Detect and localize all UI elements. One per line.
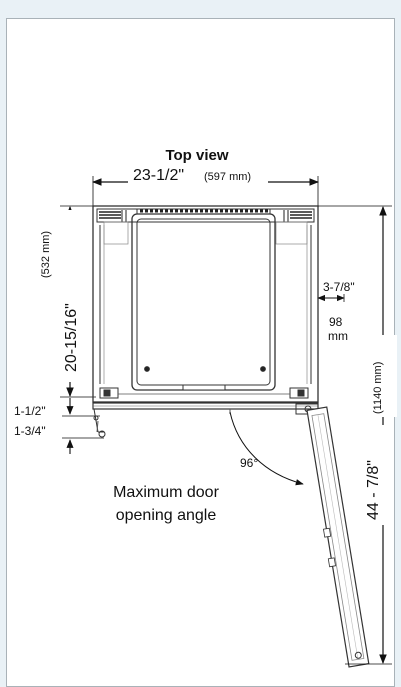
handle-dim-2: 1-3/4" [14, 424, 46, 438]
handle-dim-1: 1-1/2" [14, 404, 46, 418]
total-depth-dimension: (1140 mm) 44 - 7/8" [318, 205, 397, 665]
width-mm: (597 mm) [204, 171, 251, 183]
width-dimension: 23-1/2" (597 mm) [92, 166, 319, 208]
side-clearance-mm-2: mm [328, 329, 348, 343]
total-depth-mm: (1140 mm) [372, 362, 384, 414]
door-angle-indicator: 96° [229, 411, 304, 486]
depth-dimension: 20-15/16" (532 mm) [40, 205, 96, 398]
open-door [306, 406, 370, 668]
appliance-outline [92, 205, 319, 438]
total-depth-inches: 44 - 7/8" [365, 460, 382, 520]
side-clearance-inches: 3-7/8" [323, 280, 355, 294]
side-clearance-dimension: 3-7/8" 98 mm [317, 280, 355, 343]
caption-line-2: opening angle [116, 507, 217, 524]
depth-mm: (532 mm) [40, 231, 52, 278]
side-clearance-mm-1: 98 [329, 315, 343, 329]
caption-line-1: Maximum door [113, 484, 219, 501]
width-inches: 23-1/2" [133, 167, 184, 184]
handle-dimensions: 1-1/2" 1-3/4" [14, 398, 104, 454]
depth-inches: 20-15/16" [63, 303, 80, 372]
angle-label: 96° [240, 456, 258, 470]
diagram-title: Top view [165, 147, 228, 164]
